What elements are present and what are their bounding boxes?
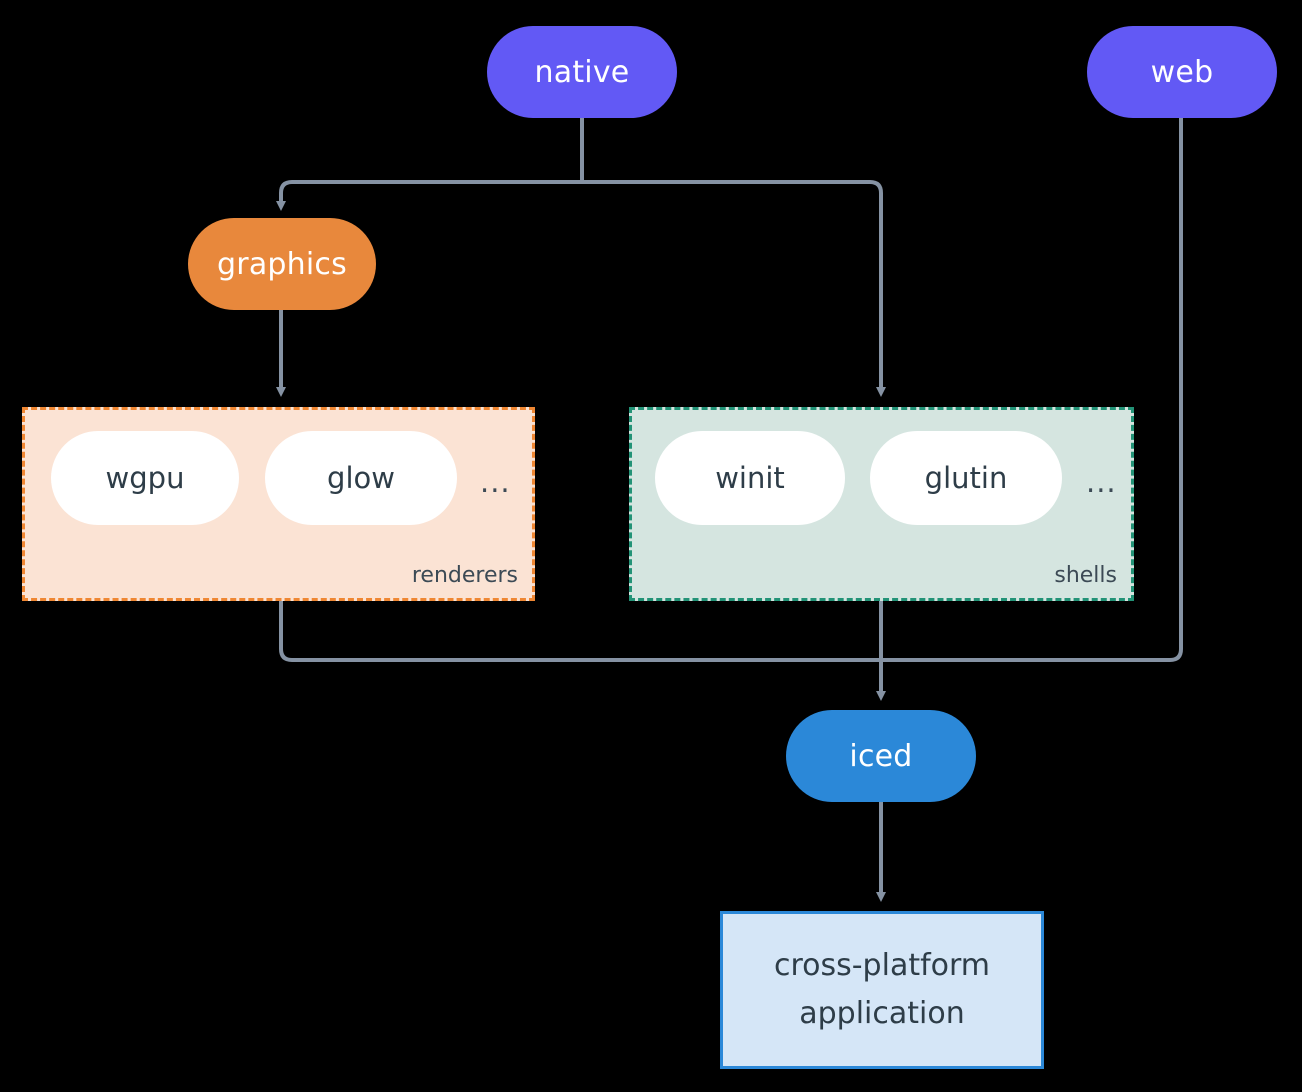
edge-native-to-graphics bbox=[276, 180, 582, 211]
node-winit[interactable]: winit bbox=[655, 431, 845, 525]
node-native[interactable]: native bbox=[487, 26, 677, 118]
node-web-label: web bbox=[1150, 54, 1214, 90]
application-label-line2: application bbox=[799, 996, 965, 1031]
node-wgpu[interactable]: wgpu bbox=[51, 431, 239, 525]
edge-renderers-to-iced bbox=[279, 601, 881, 662]
node-wgpu-label: wgpu bbox=[105, 461, 185, 495]
node-glutin-label: glutin bbox=[924, 461, 1008, 495]
renderers-more-ellipsis: ... bbox=[480, 465, 511, 499]
node-glutin[interactable]: glutin bbox=[870, 431, 1062, 525]
group-renderers-label: renderers bbox=[411, 563, 518, 588]
node-web[interactable]: web bbox=[1087, 26, 1277, 118]
shells-more-ellipsis: ... bbox=[1086, 465, 1117, 499]
group-shells-label: shells bbox=[1054, 563, 1117, 588]
node-cross-platform-application[interactable]: cross-platform application bbox=[720, 911, 1044, 1069]
application-label-line1: cross-platform bbox=[773, 948, 991, 983]
group-shells: winit glutin ... shells bbox=[629, 407, 1134, 601]
node-graphics-label: graphics bbox=[217, 246, 347, 282]
node-iced[interactable]: iced bbox=[786, 710, 976, 802]
node-glow[interactable]: glow bbox=[265, 431, 457, 525]
node-glow-label: glow bbox=[327, 461, 395, 495]
node-graphics[interactable]: graphics bbox=[188, 218, 376, 310]
node-winit-label: winit bbox=[715, 461, 785, 495]
node-iced-label: iced bbox=[849, 738, 913, 774]
edge-native-to-shells bbox=[582, 180, 886, 397]
group-renderers: wgpu glow ... renderers bbox=[22, 407, 535, 601]
node-native-label: native bbox=[534, 54, 630, 90]
